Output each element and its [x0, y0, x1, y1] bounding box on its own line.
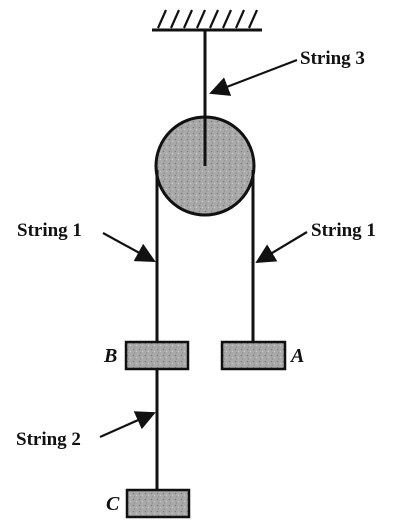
string-3-arrow: [209, 58, 298, 96]
string-1-right-label: String 1: [311, 220, 376, 241]
block-c: [125, 488, 191, 519]
string-1-left-arrow: [102, 232, 156, 262]
string-3-label: String 3: [300, 48, 365, 69]
string-1-left-label: String 1: [17, 220, 82, 241]
string-2-label: String 2: [16, 429, 81, 450]
block-c-label: C: [106, 493, 120, 515]
block-a: [220, 340, 287, 371]
block-a-label: A: [289, 345, 304, 367]
string-1-right-arrow: [255, 231, 308, 264]
string-2-arrow: [99, 411, 156, 439]
block-b-label: B: [103, 345, 117, 367]
ceiling-support: [152, 9, 262, 32]
block-b: [124, 340, 190, 371]
